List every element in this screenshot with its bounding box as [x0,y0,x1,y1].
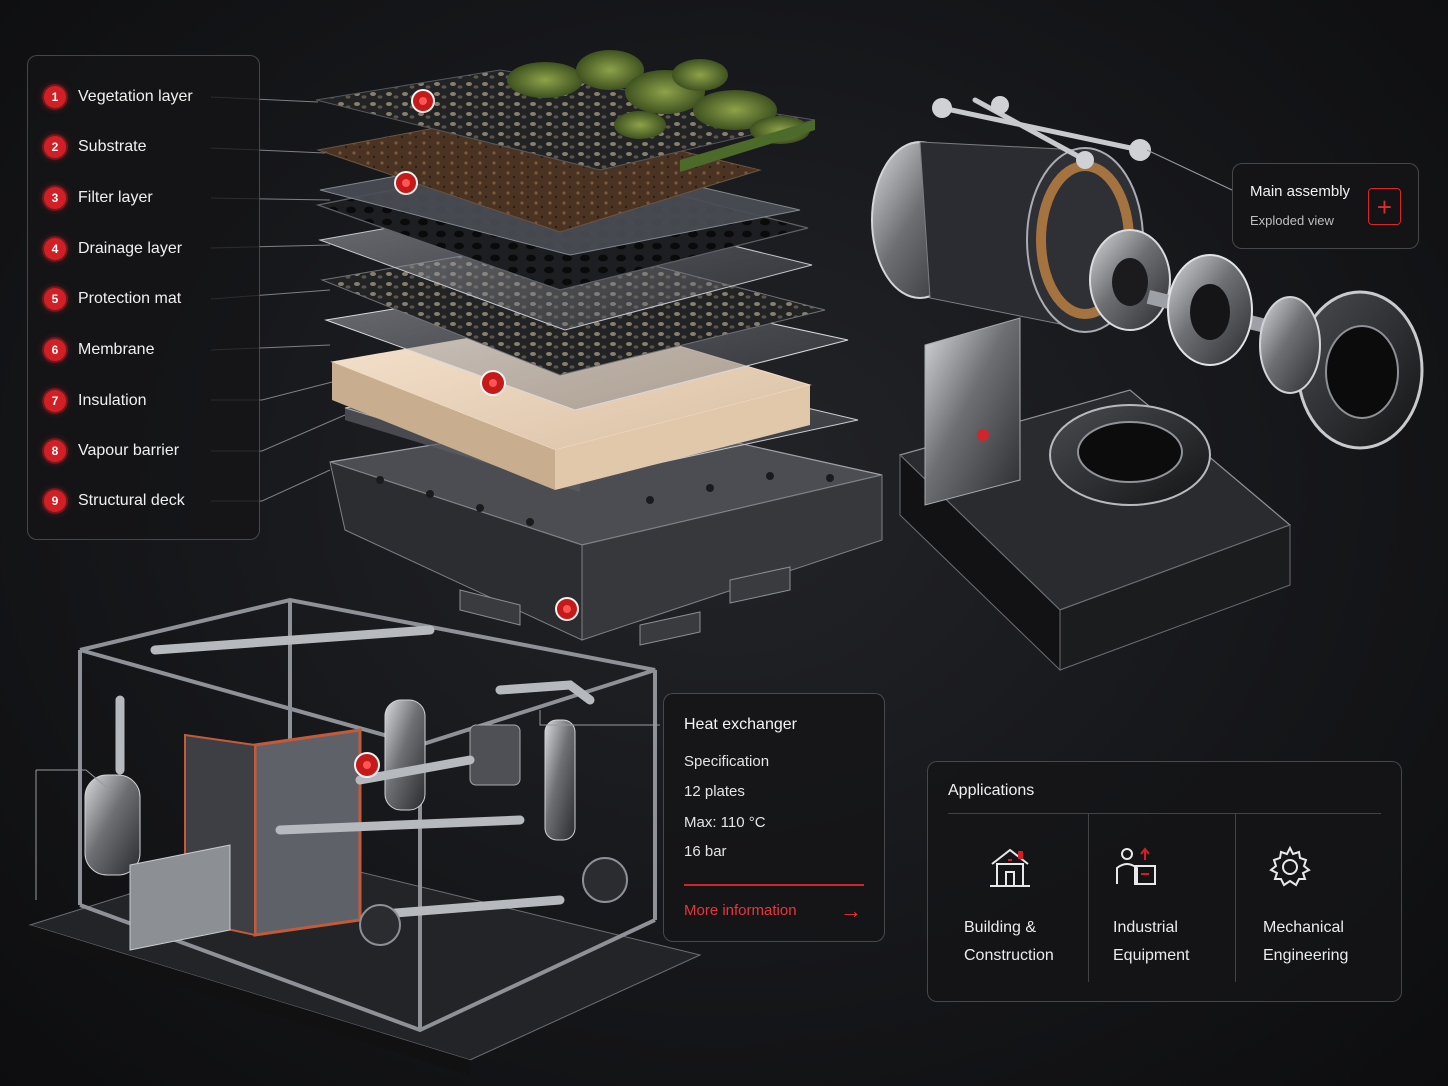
layer-item-protection-mat[interactable]: 5 Protection mat [44,285,181,313]
column-divider [1235,814,1236,982]
assembly-title: Main assembly [1250,183,1351,200]
layer-number-badge: 3 [44,187,66,209]
layer-label: Substrate [78,138,147,155]
layer-item-substrate[interactable]: 2 Substrate [44,133,146,161]
layer-number-badge: 6 [44,339,66,361]
column-divider [1088,814,1089,982]
arrow-right-icon[interactable]: → [840,898,862,923]
layer-item-insulation[interactable]: 7 Insulation [44,387,147,415]
layer-label: Membrane [78,341,155,358]
motor-assembly [871,96,1424,672]
layer-number-badge: 4 [44,238,66,260]
layer-item-filter[interactable]: 3 Filter layer [44,184,153,212]
layer-item-vapour-barrier[interactable]: 8 Vapour barrier [44,437,179,465]
heat-exchanger-unit [28,597,702,1075]
industrial-workers-icon [1116,847,1156,885]
applications-title: Applications [948,782,1035,799]
gear-icon [1269,845,1311,887]
layer-item-vegetation[interactable]: 1 Vegetation layer [44,83,193,111]
layer-label: Insulation [78,392,147,409]
layer-label: Protection mat [78,290,182,307]
layer-number-badge: 1 [44,86,66,108]
assembly-subtitle: Exploded view [1250,213,1334,228]
layer-number-badge: 2 [44,136,66,158]
layer-label: Vegetation layer [78,88,193,105]
layer-number-badge: 8 [44,440,66,462]
layer-label: Filter layer [78,189,153,206]
applications-panel: Applications Building & Construction Ind… [927,761,1402,1002]
applications-divider [948,813,1381,814]
building-icon [990,848,1030,887]
layer-item-drainage[interactable]: 4 Drainage layer [44,235,182,263]
layers-legend-panel: 1 Vegetation layer 2 Substrate 3 Filter … [27,55,260,540]
spec-max-temp: Max: 110 °C [684,814,766,831]
layer-item-structural-deck[interactable]: 9 Structural deck [44,487,185,515]
heat-exchanger-title: Heat exchanger [684,716,797,733]
layer-label: Drainage layer [78,240,183,257]
plus-icon: + [1376,191,1393,222]
layer-number-badge: 5 [44,288,66,310]
layer-item-membrane[interactable]: 6 Membrane [44,336,154,364]
heat-exchanger-callout: Heat exchanger Specification 12 plates M… [663,693,885,942]
application-label: Mechanical Engineering [1263,919,1349,964]
spec-plates: 12 plates [684,783,745,800]
application-label: Industrial Equipment [1113,919,1190,964]
layer-label: Structural deck [78,492,185,509]
layer-number-badge: 7 [44,390,66,412]
application-building-construction[interactable]: Building & Construction [948,814,1088,982]
main-assembly-callout: Main assembly Exploded view + [1232,163,1419,249]
spec-heading: Specification [684,753,770,770]
expand-plus-button[interactable]: + [1368,188,1401,225]
more-information-link[interactable]: More information [684,902,797,919]
layer-label: Vapour barrier [78,442,180,459]
application-industrial-equipment[interactable]: Industrial Equipment [1097,814,1237,982]
layer-number-badge: 9 [44,490,66,512]
spec-pressure: 16 bar [684,843,727,860]
exploded-roof-layers [315,50,883,646]
application-mechanical-engineering[interactable]: Mechanical Engineering [1247,814,1397,982]
red-divider [684,884,864,886]
application-label: Building & Construction [964,919,1054,964]
